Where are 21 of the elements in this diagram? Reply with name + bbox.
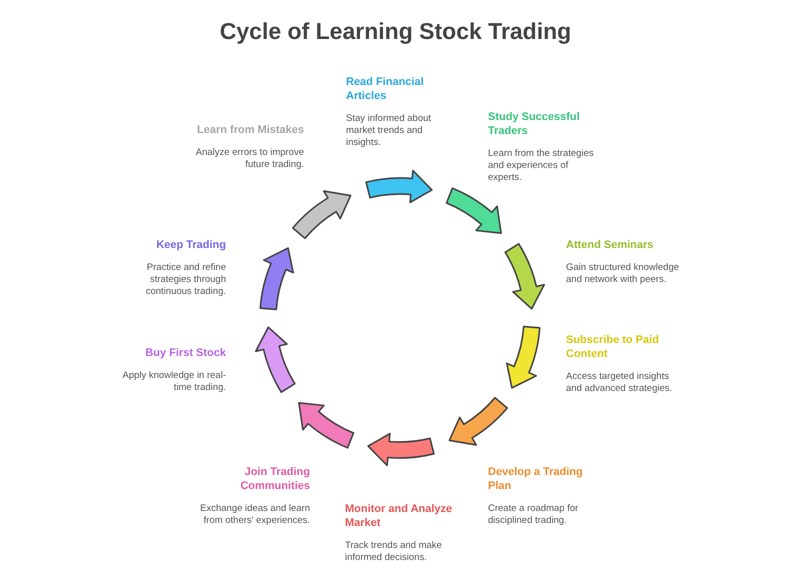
step-title: Read Financial Articles [346, 75, 425, 103]
step-title: Keep Trading [155, 238, 226, 252]
step-title: Monitor and Analyze Market [345, 502, 454, 530]
step-description: Practice and refine strategies through continuous trading. [144, 262, 226, 298]
step-title: Buy First Stock [144, 346, 226, 360]
step-title: Develop a Trading Plan [488, 465, 584, 493]
step-description: Track trends and make informed decisions. [345, 540, 443, 564]
diagram-title: Cycle of Learning Stock Trading [218, 17, 572, 46]
step-title: Learn from Mistakes [196, 123, 304, 137]
step-description: Analyze errors to improve future trading. [194, 147, 304, 171]
step-title: Attend Seminars [566, 238, 654, 252]
step-description: Access targeted insights and advanced strategies. [566, 371, 674, 395]
step-title: Join Trading Communities [239, 465, 310, 493]
step-description: Create a roadmap for disciplined trading. [488, 503, 580, 527]
step-description: Exchange ideas and learn from others' experiences. [199, 503, 310, 527]
step-description: Apply knowledge in real-time trading. [121, 370, 226, 394]
step-description: Learn from the strategies and experiences of experts. [488, 148, 595, 184]
step-title: Subscribe to Paid Content [566, 333, 660, 361]
step-description: Gain structured knowledge and network with peers. [566, 262, 680, 286]
step-title: Study Successful Traders [488, 110, 581, 138]
step-description: Stay informed about market trends and insights. [346, 113, 432, 149]
